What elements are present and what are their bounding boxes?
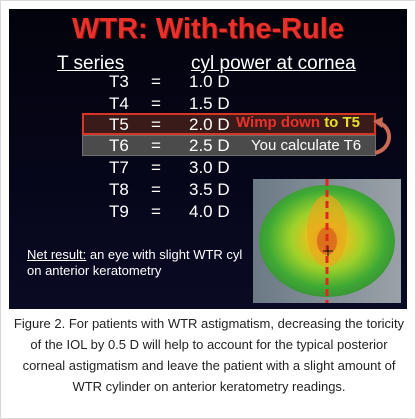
slide-title: WTR: With-the-Rule	[72, 13, 344, 45]
equals-sign: =	[151, 180, 161, 199]
slide-image: WTR: With-the-Rule T series cyl power at…	[9, 9, 407, 309]
wimp-down-text: Wimp down	[236, 114, 325, 131]
figure-caption: Figure 2. For patients with WTR astigmat…	[13, 316, 405, 394]
cyl-value: 2.5 D	[189, 136, 230, 155]
series-label: T5	[109, 115, 129, 134]
equals-sign: =	[151, 72, 161, 91]
equals-sign: =	[151, 115, 161, 134]
equals-sign: =	[151, 136, 161, 155]
cyl-value: 1.0 D	[189, 72, 230, 91]
wimp-down-note: Wimp down to T5	[236, 114, 360, 131]
equals-sign: =	[151, 94, 161, 113]
table-row: T9 = 4.0 D	[9, 201, 407, 223]
equals-sign: =	[151, 158, 161, 177]
table-row: T3 = 1.0 D	[9, 71, 407, 93]
cyl-value: 4.0 D	[189, 202, 230, 221]
cyl-value: 3.0 D	[189, 158, 230, 177]
curved-arrow-icon	[373, 117, 391, 155]
table-row: T6 = 2.5 D	[9, 135, 407, 157]
table-row: T8 = 3.5 D	[9, 179, 407, 201]
series-label: T3	[109, 72, 129, 91]
calculate-note: You calculate T6	[251, 137, 362, 154]
table-row: T4 = 1.5 D	[9, 93, 407, 115]
series-label: T4	[109, 94, 129, 113]
highlight-row-t6	[82, 135, 376, 156]
series-label: T8	[109, 180, 129, 199]
equals-sign: =	[151, 202, 161, 221]
series-label: T6	[109, 136, 129, 155]
net-result-label: Net result:	[27, 247, 87, 262]
cyl-value: 3.5 D	[189, 180, 230, 199]
highlight-row-t5	[82, 113, 376, 135]
table-row: T5 = 2.0 D	[9, 114, 407, 136]
series-label: T7	[109, 158, 129, 177]
header-cyl-power: cyl power at cornea	[191, 53, 356, 74]
cyl-value: 2.0 D	[189, 115, 230, 134]
header-t-series: T series	[57, 53, 125, 74]
net-result-text: an eye with slight WTR cyl on anterior k…	[27, 247, 243, 278]
corneal-topography-image	[253, 179, 401, 303]
table-row: T7 = 3.0 D	[9, 157, 407, 179]
net-result-note: Net result: an eye with slight WTR cyl o…	[27, 247, 247, 279]
series-label: T9	[109, 202, 129, 221]
cyl-value: 1.5 D	[189, 94, 230, 113]
wimp-target-text: to T5	[324, 114, 361, 131]
